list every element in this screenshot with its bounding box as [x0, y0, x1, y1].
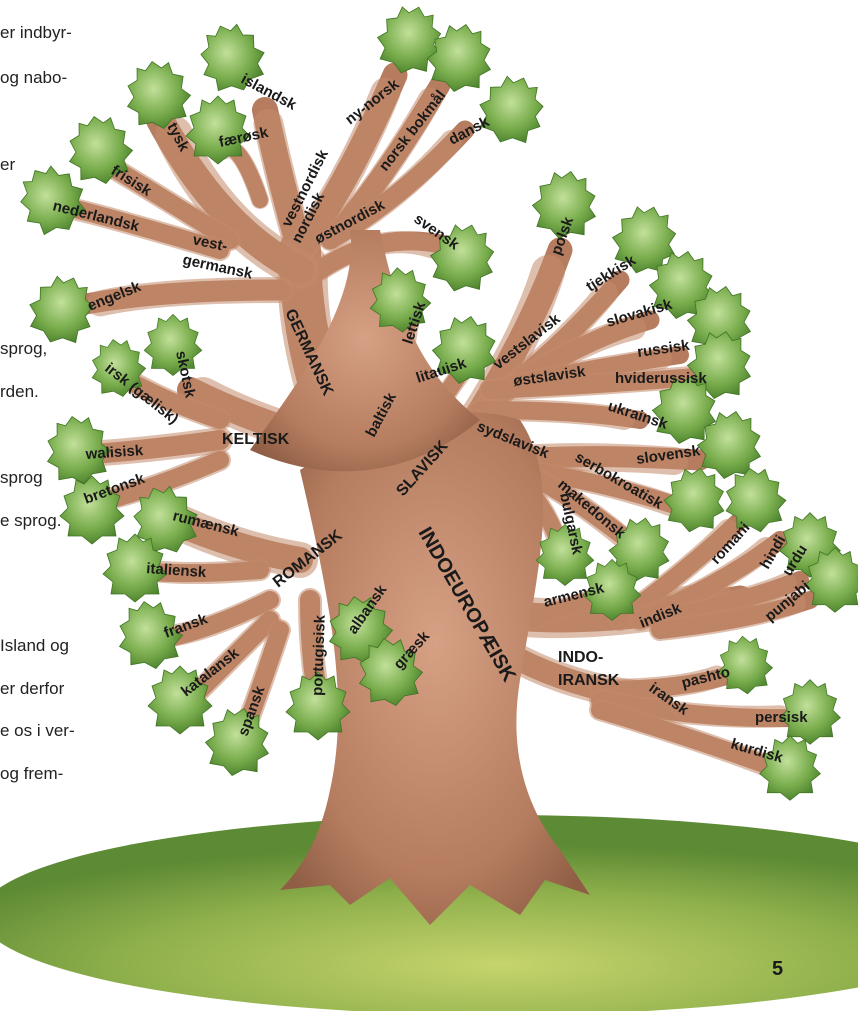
label-portugisisk: portugisisk: [309, 614, 329, 696]
label-nederlandsk: nederlandsk: [51, 197, 141, 235]
label-dansk: dansk: [446, 113, 493, 149]
label-keltisk: KELTISK: [222, 431, 290, 448]
label-persisk: persisk: [755, 709, 808, 726]
label-hviderussisk: hviderussisk: [615, 370, 707, 387]
page-number: 5: [772, 958, 783, 981]
label-indoiransk-2: IRANSK: [558, 672, 620, 689]
leaf-icon: [470, 67, 553, 153]
label-indoiransk-1: INDO-: [558, 649, 603, 666]
leaf-icon: [201, 703, 276, 781]
